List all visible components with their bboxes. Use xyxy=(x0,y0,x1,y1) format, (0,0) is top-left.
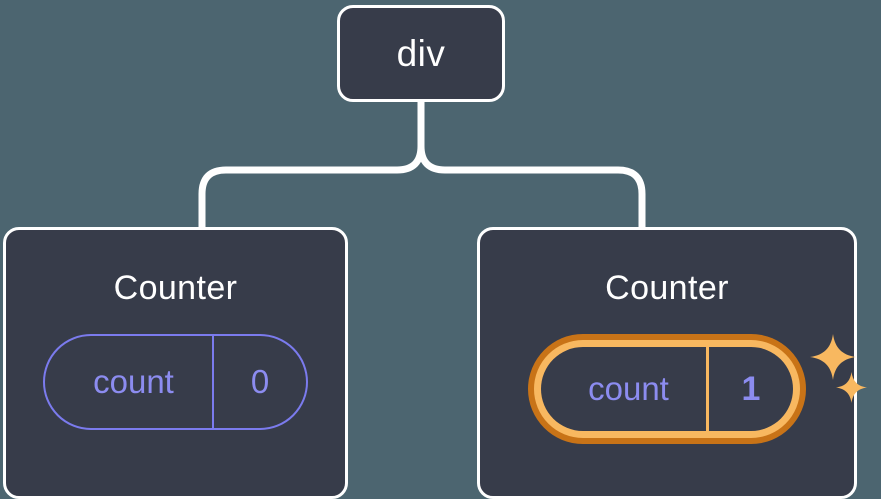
sparkle-small-icon xyxy=(836,372,867,403)
state-pill-right-outer-ring: count 1 xyxy=(528,334,806,444)
state-pill-right-inner-ring: count 1 xyxy=(534,340,800,438)
node-counter-right[interactable]: Counter count 1 xyxy=(477,227,867,499)
state-pill-left-wrap: count 0 xyxy=(43,334,308,430)
state-key-right: count xyxy=(588,370,669,407)
state-pill-left[interactable]: count 0 xyxy=(43,334,308,430)
node-counter-left-title: Counter xyxy=(113,269,238,307)
node-div-label: div xyxy=(396,33,446,74)
sparkle-large-icon xyxy=(810,334,856,380)
state-pill-right-wrap: count 1 xyxy=(528,334,867,444)
node-div[interactable]: div xyxy=(337,5,505,102)
node-counter-left[interactable]: Counter count 0 xyxy=(3,227,348,499)
state-pill-right[interactable]: count 1 xyxy=(541,347,793,431)
state-divider-right xyxy=(706,347,709,431)
state-value-right: 1 xyxy=(741,369,761,408)
state-value-left: 0 xyxy=(250,363,270,400)
state-divider-left xyxy=(212,336,214,428)
state-key-left: count xyxy=(93,363,174,400)
sparkle-group xyxy=(808,334,880,420)
node-counter-right-title: Counter xyxy=(605,269,729,307)
